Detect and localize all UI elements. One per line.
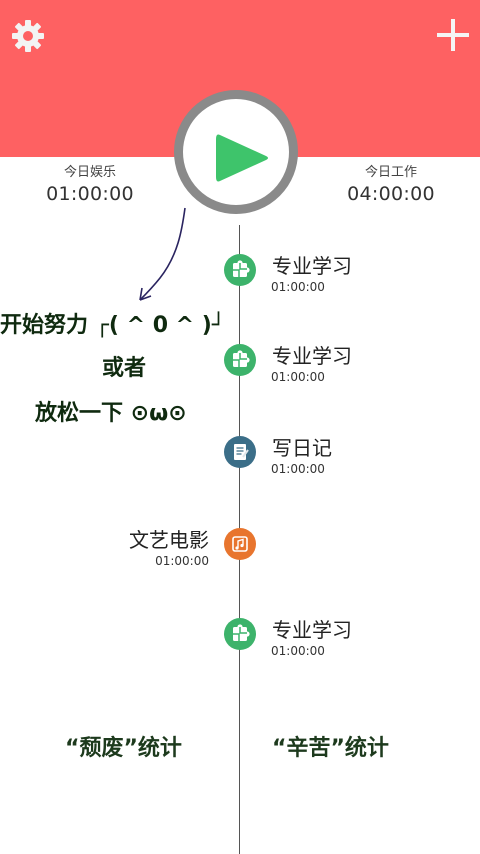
plus-icon bbox=[437, 19, 469, 51]
work-stat: 今日工作 04:00:00 bbox=[329, 161, 453, 205]
annotation-line-1: 开始努力 ┌( ^ 0 ^ )┘ bbox=[0, 313, 226, 338]
work-label: 今日工作 bbox=[364, 165, 417, 180]
timeline-node[interactable] bbox=[224, 344, 256, 376]
timeline-item-title: 写日记 bbox=[272, 436, 332, 460]
timeline-item-time: 01:00:00 bbox=[155, 554, 209, 568]
gear-icon bbox=[12, 20, 44, 52]
timeline-item-title: 文艺电影 bbox=[129, 528, 209, 552]
entertainment-stat: 今日娱乐 01:00:00 bbox=[28, 161, 152, 205]
timeline-item-time: 01:00:00 bbox=[271, 370, 325, 384]
puzzle-icon bbox=[233, 260, 250, 277]
timeline-node[interactable] bbox=[224, 528, 256, 560]
entertainment-value: 01:00:00 bbox=[46, 183, 134, 205]
puzzle-icon bbox=[233, 624, 250, 641]
notebook-icon bbox=[234, 444, 249, 460]
timeline-item-title: 专业学习 bbox=[272, 618, 352, 642]
timeline-item-title: 专业学习 bbox=[272, 254, 352, 278]
timeline-item-title: 专业学习 bbox=[272, 344, 352, 368]
timeline-item-time: 01:00:00 bbox=[271, 462, 325, 476]
play-icon bbox=[216, 134, 268, 182]
timeline-node[interactable] bbox=[224, 254, 256, 286]
work-value: 04:00:00 bbox=[347, 183, 435, 205]
music-icon bbox=[232, 536, 248, 552]
annotation-line-3: 放松一下 ⊙ω⊙ bbox=[35, 401, 187, 426]
entertainment-label: 今日娱乐 bbox=[63, 165, 116, 180]
puzzle-icon bbox=[233, 350, 250, 367]
timeline-item-time: 01:00:00 bbox=[271, 280, 325, 294]
timeline-node[interactable] bbox=[224, 436, 256, 468]
timeline-item-time: 01:00:00 bbox=[271, 644, 325, 658]
hard-work-stats-link[interactable]: “辛苦”统计 bbox=[272, 736, 389, 761]
hand-drawn-arrow bbox=[139, 207, 186, 301]
timeline-node[interactable] bbox=[224, 618, 256, 650]
add-button[interactable] bbox=[434, 16, 472, 54]
idle-stats-link[interactable]: “颓废”统计 bbox=[65, 736, 182, 761]
settings-button[interactable] bbox=[10, 18, 46, 54]
annotation-line-2: 或者 bbox=[102, 356, 147, 381]
